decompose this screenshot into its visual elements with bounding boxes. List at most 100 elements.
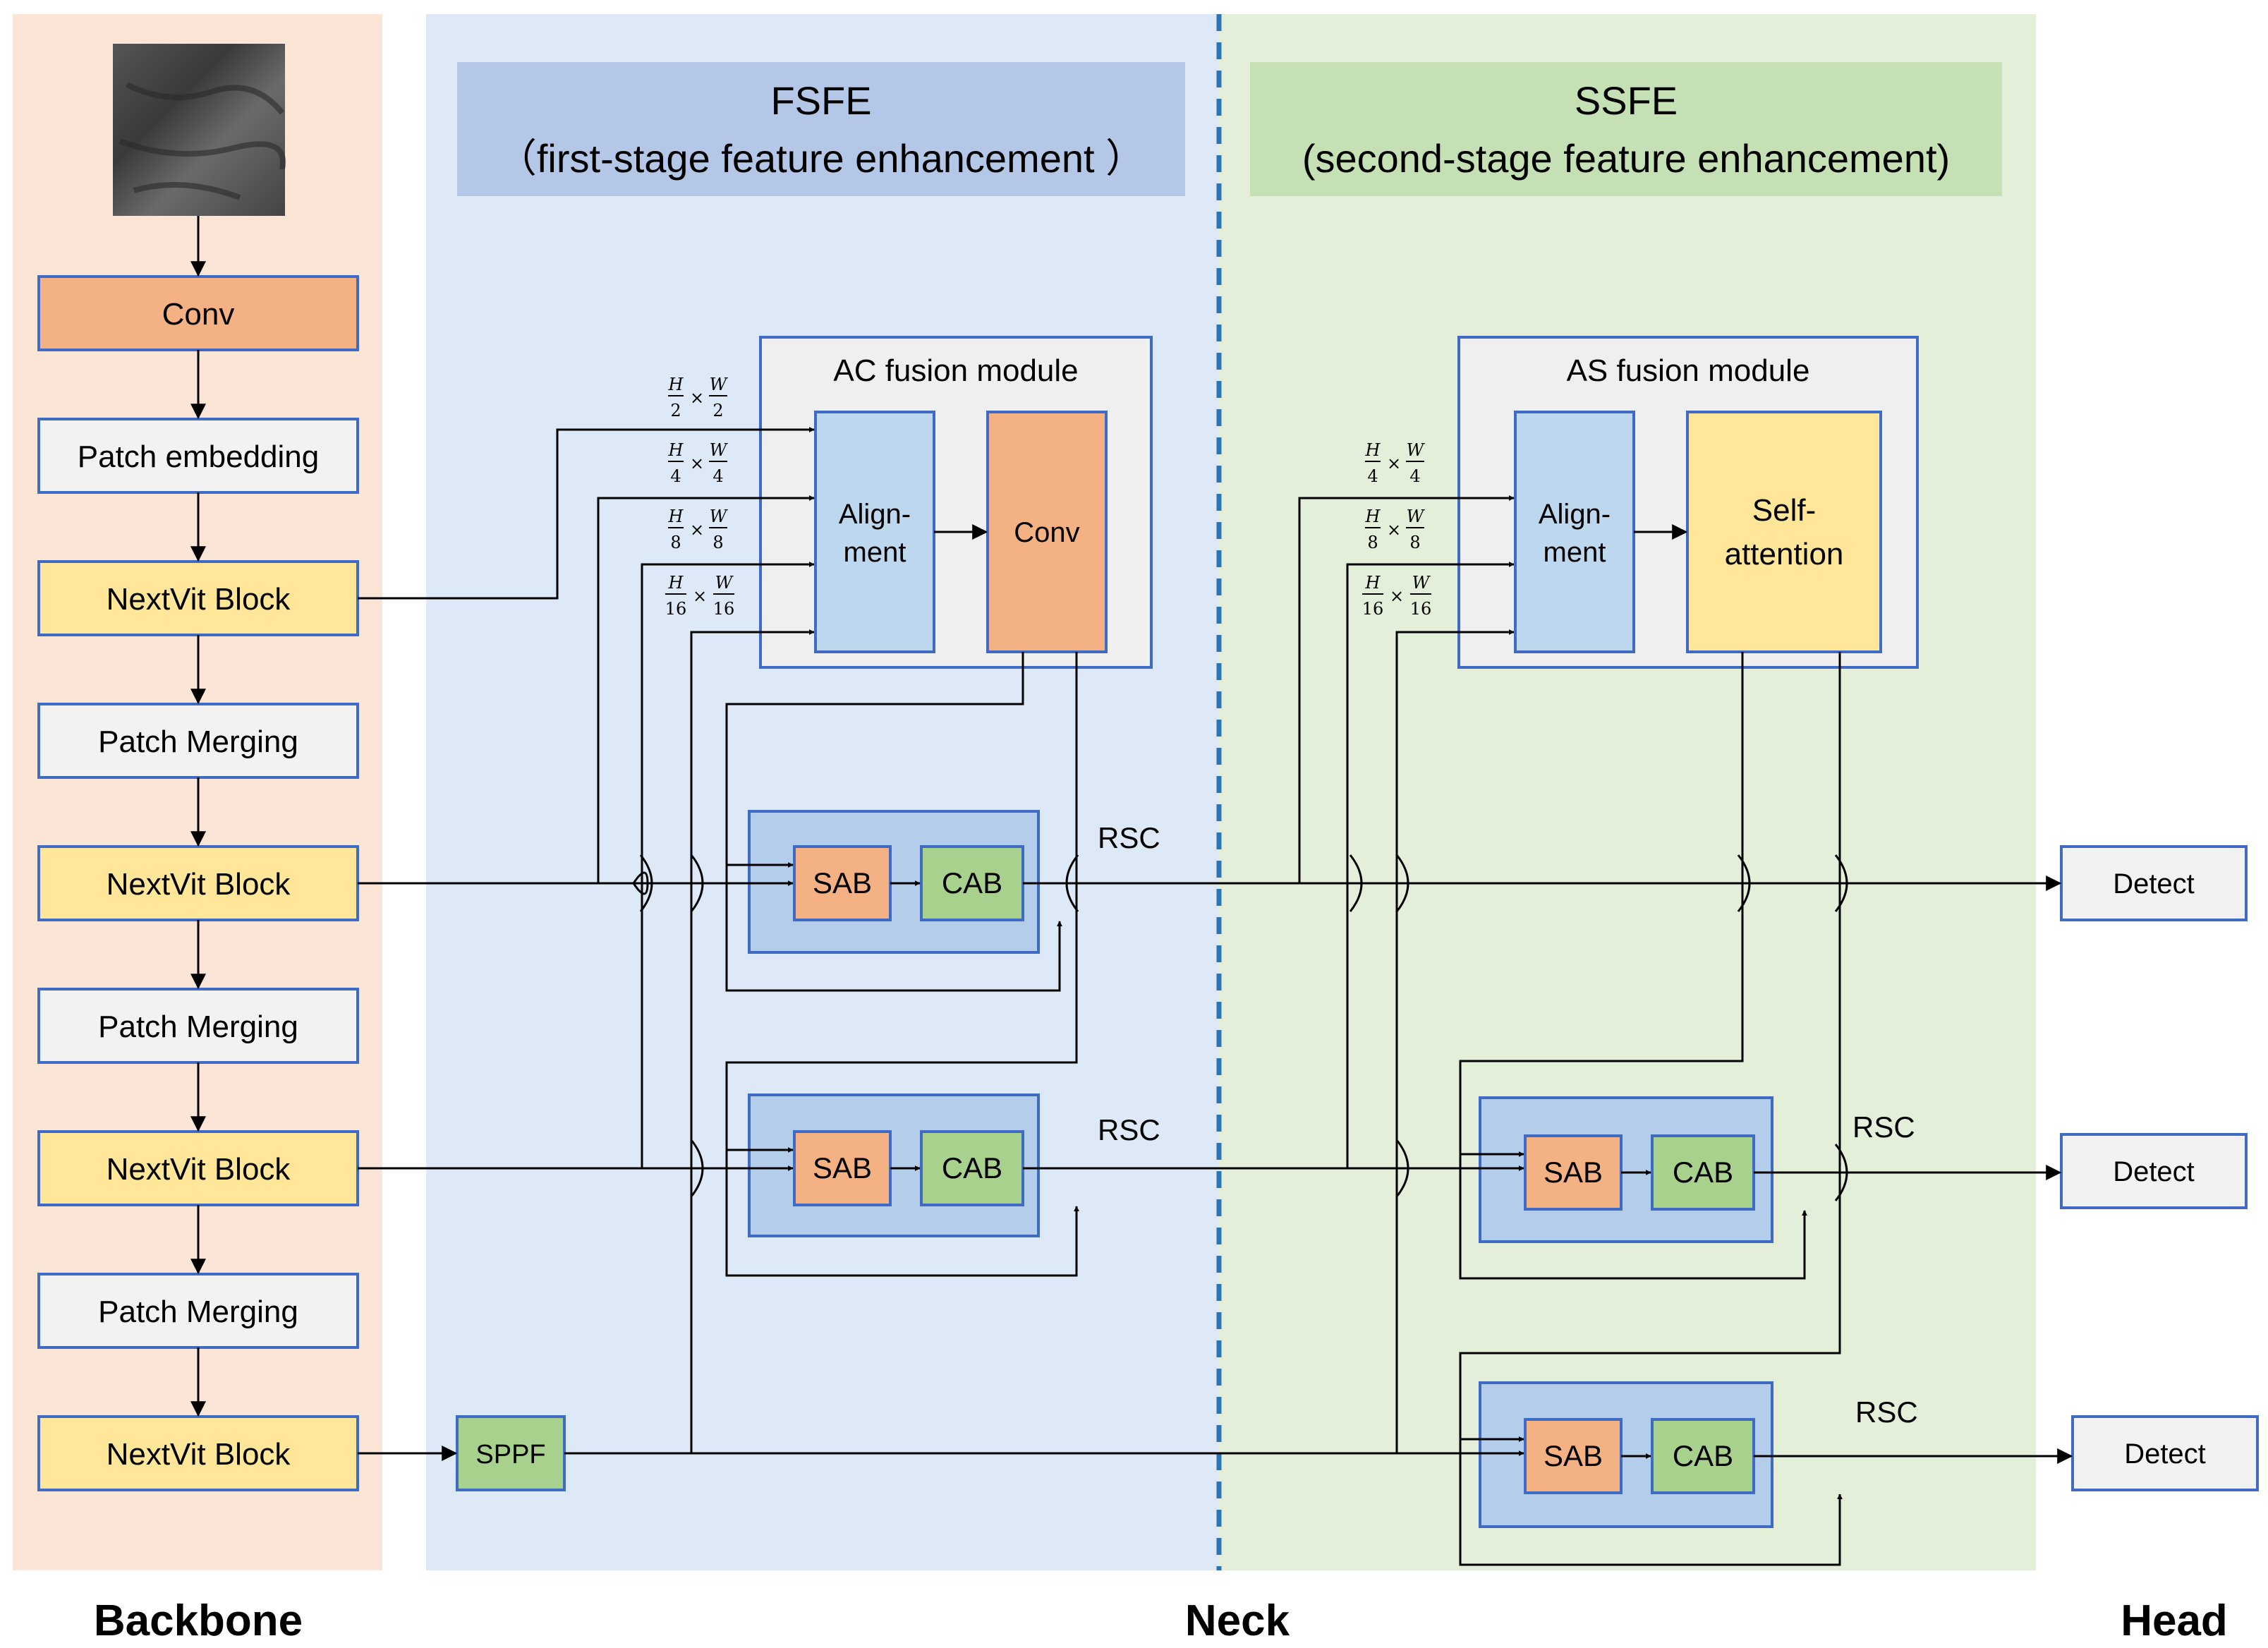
- svg-text:8: 8: [712, 533, 723, 552]
- input-image-texture: [119, 82, 286, 200]
- cab-label: CAB: [942, 866, 1002, 899]
- as-alignment-label-2: ment: [1544, 537, 1606, 568]
- detect-label-2: Detect: [2113, 1156, 2195, 1187]
- detect-box-2: [2060, 1133, 2248, 1209]
- svg-text:W: W: [715, 573, 734, 593]
- ac-conv-label: Conv: [1014, 517, 1079, 548]
- svg-text:×: ×: [690, 388, 704, 408]
- rsc-label-ssfe-2: RSC: [1855, 1395, 1918, 1429]
- sab-label: SAB: [813, 1151, 872, 1184]
- rsc-label-ssfe-1: RSC: [1852, 1110, 1915, 1144]
- as-fraction-h8w8: H 8 × W 8: [1365, 507, 1426, 552]
- cab-label: CAB: [1673, 1156, 1733, 1189]
- rsc-label-fsfe-2: RSC: [1098, 1113, 1160, 1146]
- patch-embedding-box: [37, 418, 359, 494]
- patch-merging-1: [37, 703, 359, 779]
- nextvit-block-2-label: NextVit Block: [107, 867, 291, 902]
- sppf-box: [456, 1415, 566, 1491]
- fsfe-header: [457, 62, 1185, 196]
- detect-box-1: [2060, 845, 2248, 921]
- ssfe-subtitle: (second-stage feature enhancement): [1302, 136, 1950, 181]
- as-fraction-h16w16: H 16 × W 16: [1362, 573, 1432, 619]
- svg-text:×: ×: [693, 586, 707, 606]
- ssfe-title: SSFE: [1575, 78, 1678, 123]
- svg-text:×: ×: [1390, 586, 1404, 606]
- backbone-label: Backbone: [94, 1596, 303, 1645]
- svg-text:W: W: [710, 375, 729, 394]
- ac-fraction-h4w4: H 4 × W 4: [668, 440, 729, 486]
- patch-merging-2: [37, 988, 359, 1064]
- patch-merging-2-label: Patch Merging: [98, 1010, 298, 1044]
- as-alignment-label-1: Align-: [1539, 499, 1611, 530]
- detect-box-3: [2071, 1415, 2259, 1491]
- fsfe-panel: [426, 14, 1219, 1570]
- svg-text:W: W: [1412, 573, 1431, 593]
- svg-text:4: 4: [1409, 466, 1420, 486]
- fsfe-title: FSFE: [770, 78, 871, 123]
- ssfe-panel: [1219, 14, 2036, 1570]
- rsc-label-fsfe-1: RSC: [1098, 821, 1160, 854]
- rsc-block-fsfe-2: SAB CAB: [748, 1093, 1040, 1237]
- sab-box: [1524, 1134, 1623, 1211]
- svg-text:16: 16: [713, 599, 735, 619]
- svg-text:4: 4: [670, 466, 681, 486]
- svg-text:H: H: [668, 440, 684, 460]
- ac-conv-box: [986, 411, 1108, 653]
- svg-text:H: H: [668, 507, 684, 526]
- svg-text:16: 16: [1362, 599, 1384, 619]
- svg-text:W: W: [1407, 507, 1426, 526]
- patch-embedding-label: Patch embedding: [78, 440, 319, 474]
- sab-label: SAB: [1544, 1439, 1603, 1472]
- patch-merging-1-label: Patch Merging: [98, 725, 298, 759]
- nextvit-block-4: [37, 1415, 359, 1491]
- neck-label: Neck: [1185, 1596, 1290, 1645]
- ac-fraction-h8w8: H 8 × W 8: [668, 507, 729, 552]
- cab-label: CAB: [942, 1151, 1002, 1184]
- cab-box: [1651, 1418, 1755, 1494]
- svg-text:8: 8: [670, 533, 681, 552]
- cab-box: [920, 1130, 1024, 1206]
- svg-text:8: 8: [1409, 533, 1420, 552]
- svg-text:8: 8: [1367, 533, 1378, 552]
- svg-text:H: H: [668, 375, 684, 394]
- patch-merging-3: [37, 1273, 359, 1349]
- svg-text:16: 16: [665, 599, 687, 619]
- detect-label-1: Detect: [2113, 868, 2195, 899]
- ac-fraction-h2w2: H 2 × W 2: [668, 375, 729, 420]
- as-alignment-box: [1514, 411, 1635, 653]
- svg-text:4: 4: [712, 466, 723, 486]
- svg-text:4: 4: [1367, 466, 1378, 486]
- backbone-stack: Conv Patch embedding NextVit Block Patch…: [37, 275, 359, 1491]
- nextvit-block-3-label: NextVit Block: [107, 1152, 291, 1187]
- svg-text:W: W: [1407, 440, 1426, 460]
- nextvit-block-4-label: NextVit Block: [107, 1437, 291, 1472]
- svg-text:×: ×: [690, 454, 704, 473]
- svg-text:W: W: [710, 440, 729, 460]
- ac-fraction-h16w16: H 16 × W 16: [665, 573, 735, 619]
- svg-text:×: ×: [1387, 454, 1401, 473]
- sab-label: SAB: [1544, 1156, 1603, 1189]
- head-label: Head: [2121, 1596, 2228, 1645]
- ac-fusion-title: AC fusion module: [833, 353, 1078, 388]
- backbone-conv-label: Conv: [162, 297, 235, 332]
- svg-text:2: 2: [670, 401, 681, 420]
- as-fusion-title: AS fusion module: [1567, 353, 1810, 388]
- detect-label-3: Detect: [2124, 1438, 2206, 1470]
- ac-alignment-label-1: Align-: [839, 499, 911, 530]
- cab-label: CAB: [1673, 1439, 1733, 1472]
- svg-text:16: 16: [1410, 599, 1432, 619]
- svg-text:H: H: [1365, 440, 1381, 460]
- backbone-conv-box: [37, 275, 359, 351]
- svg-text:H: H: [1365, 507, 1381, 526]
- connection-wires: [358, 427, 2073, 1566]
- rsc-block-ssfe-2: SAB CAB: [1479, 1381, 1773, 1528]
- ssfe-header: [1250, 62, 2002, 196]
- sab-label: SAB: [813, 866, 872, 899]
- svg-text:W: W: [710, 507, 729, 526]
- ac-alignment-label-2: ment: [844, 537, 906, 568]
- rsc-block-ssfe-1: SAB CAB: [1479, 1096, 1773, 1243]
- svg-text:×: ×: [690, 520, 704, 540]
- nextvit-block-1-label: NextVit Block: [107, 582, 291, 617]
- patch-merging-3-label: Patch Merging: [98, 1295, 298, 1329]
